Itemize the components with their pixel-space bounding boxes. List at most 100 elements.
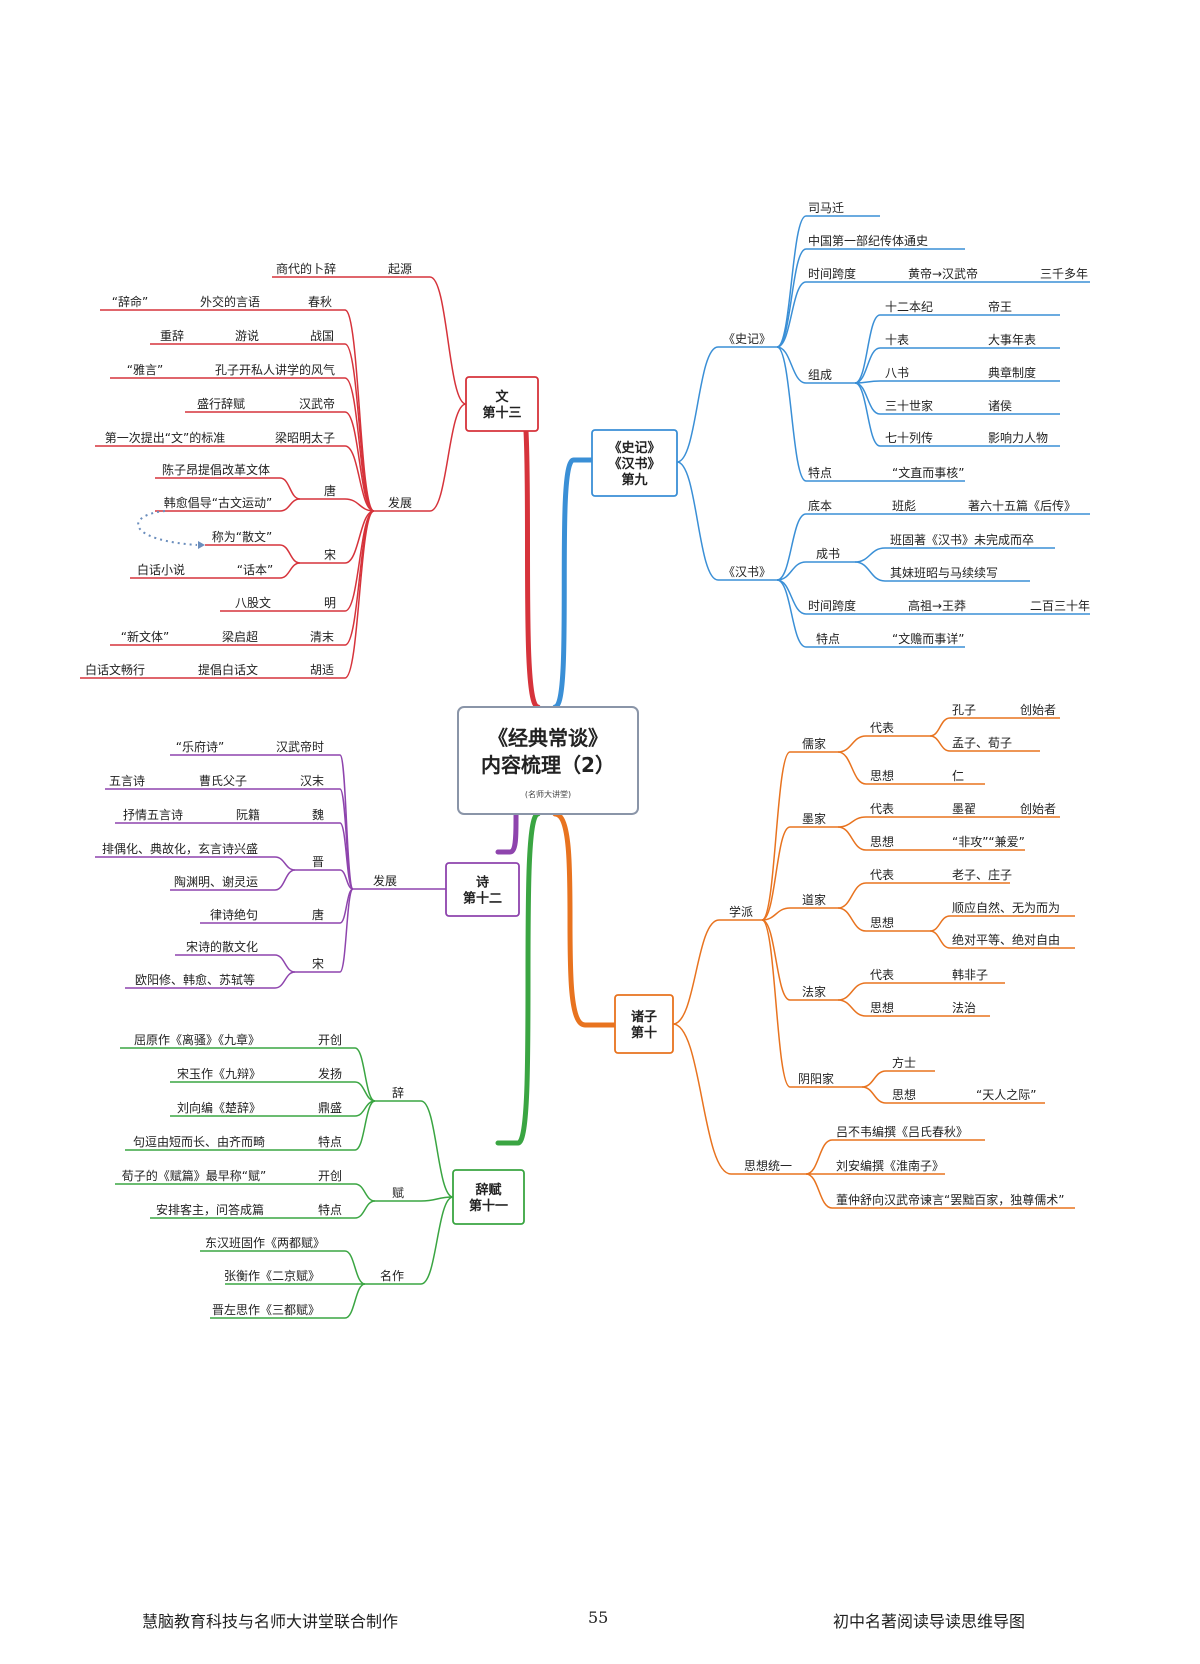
main-branch: [552, 457, 595, 710]
fu-item-tag: 特点: [318, 1202, 342, 1217]
topic-cifu[interactable]: [452, 1169, 525, 1225]
hanshu-completion-2: 其妹班昭与马续续写: [890, 566, 998, 580]
ru-idea-label: 思想: [870, 768, 894, 783]
connector: [837, 826, 867, 851]
yinyang-rep: 方士: [892, 1055, 916, 1070]
fu-label: 赋: [392, 1186, 404, 1200]
connector: [354, 1200, 376, 1219]
main-branch: [552, 811, 618, 1028]
central-topic[interactable]: [457, 706, 639, 815]
ci-item-text: 屈原作《离骚》《九章》: [134, 1032, 260, 1047]
wen-handi-era: 汉武帝: [299, 396, 335, 411]
connector: [344, 1283, 366, 1319]
ru-rep1-note: 创始者: [1020, 703, 1056, 717]
composition-part: 三十世家: [885, 398, 933, 413]
hanmo-note: 五言诗: [109, 774, 145, 788]
qingmo-era: 清末: [310, 630, 334, 644]
connector: [279, 498, 301, 512]
connector: [776, 215, 807, 348]
connector: [854, 347, 881, 384]
central-credit: (名师大讲堂): [525, 789, 571, 799]
mind-map-connectors: [80, 215, 1090, 1319]
central-title-line1: 《经典常谈》: [488, 726, 608, 750]
fu-item-text: 安排客主，问答成篇: [156, 1202, 264, 1217]
connector: [761, 919, 791, 1001]
liangzhao-era: 梁昭明太子: [275, 430, 335, 445]
connector: [776, 513, 807, 581]
topic-shiji-hanshu-text-1: 《史记》: [608, 440, 660, 456]
ci-item-tag: 开创: [318, 1033, 342, 1047]
connector: [929, 735, 951, 752]
hushi-note: 白话文畅行: [85, 662, 145, 677]
connector: [420, 1196, 454, 1285]
topic-wen-text-2: 第十三: [482, 405, 521, 421]
connector: [339, 788, 354, 890]
shi-handi-text: “乐府诗”: [176, 739, 224, 754]
central-title-line2: 内容梳理（2）: [481, 753, 615, 777]
topic-shiji-hanshu[interactable]: [591, 429, 678, 497]
hanshu-feature-value: “文赡而事详”: [892, 631, 964, 646]
shiji-span-value: 黄帝→汉武帝: [908, 266, 978, 281]
connector: [420, 1196, 454, 1202]
connector: [854, 382, 881, 447]
composition-about: 影响力人物: [988, 430, 1048, 445]
wen-tang-item2: 韩愈倡导“古文运动”: [164, 495, 272, 510]
hushi-era: 胡适: [310, 663, 334, 677]
shi-song-item1: 宋诗的散文化: [186, 939, 258, 954]
connector: [854, 382, 881, 415]
wei-era: 魏: [312, 807, 324, 822]
wei-note: 抒情五言诗: [123, 808, 183, 822]
topic-shi[interactable]: [445, 862, 520, 917]
shi-jin-item2: 陶渊明、谢灵运: [174, 874, 258, 889]
shiji-span-years: 三千多年: [1040, 267, 1088, 281]
connector: [339, 869, 354, 890]
shi-tang-era: 唐: [312, 907, 324, 922]
fa-rep: 韩非子: [952, 967, 988, 982]
hanmo-text: 曹氏父子: [199, 774, 247, 788]
ci-item-text: 刘向编《楚辞》: [177, 1100, 261, 1115]
connector: [339, 754, 354, 890]
main-branch: [495, 811, 541, 1146]
connector: [354, 1100, 376, 1151]
wen-origin-value: 商代的卜辞: [276, 261, 336, 276]
connector: [344, 445, 375, 512]
topic-zhuzi-text-2: 第十: [631, 1025, 657, 1041]
mo-rep-note: 创始者: [1020, 802, 1056, 816]
mo-label: 墨家: [802, 811, 826, 826]
chunqiu-note: “辞命”: [112, 294, 148, 309]
hanshu-feature-label: 特点: [816, 631, 840, 646]
wei-text: 阮籍: [236, 807, 260, 822]
shi-handi-era: 汉武帝时: [276, 739, 324, 754]
connector: [344, 510, 375, 679]
wen-tang-era: 唐: [324, 483, 336, 498]
fa-idea-label: 思想: [870, 1000, 894, 1015]
ru-rep2: 孟子、荀子: [952, 736, 1012, 750]
connector: [672, 1023, 732, 1175]
connector: [837, 982, 867, 1001]
zhanguo-note: 重辞: [160, 328, 184, 343]
connector: [274, 869, 296, 891]
kongzi-note: “雅言”: [127, 362, 163, 377]
connector: [776, 346, 807, 482]
connector: [339, 888, 354, 973]
connector: [429, 403, 467, 512]
connector: [274, 971, 296, 989]
page-number: 55: [588, 1608, 609, 1627]
topic-zhuzi[interactable]: [614, 994, 674, 1054]
ci-item-tag: 鼎盛: [318, 1100, 342, 1115]
connector: [776, 579, 807, 615]
shiji-author: 司马迁: [808, 201, 844, 215]
connector: [861, 1070, 887, 1088]
ru-rep-label: 代表: [870, 721, 894, 735]
dao-rep: 老子、庄子: [952, 867, 1012, 882]
hanshu-completion-1: 班固著《汉书》未完成而卒: [890, 532, 1034, 547]
connector: [279, 544, 301, 564]
dao-rep-label: 代表: [870, 868, 894, 882]
dao-idea-label: 思想: [870, 915, 894, 930]
ming-text: 八股文: [235, 595, 271, 610]
mind-map-nodes: 《经典常谈》内容梳理（2）(名师大讲堂)《史记》《汉书》第九《史记》司马迁中国第…: [85, 201, 1090, 1317]
wen-handi-text: 盛行辞赋: [197, 396, 245, 411]
schools-label: 学派: [729, 904, 753, 919]
topic-wen[interactable]: [465, 376, 539, 432]
